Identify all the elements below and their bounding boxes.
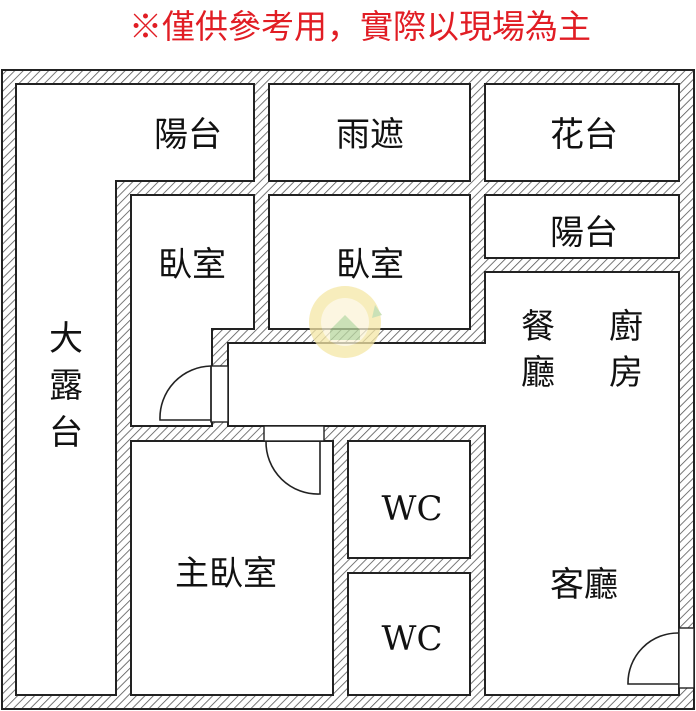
door-swing-master <box>265 440 321 495</box>
room-planter <box>484 83 680 182</box>
label-wc-lower: WC <box>382 619 443 659</box>
room-canopy <box>268 83 471 182</box>
door-opening-entrance <box>678 627 695 689</box>
label-wc-upper: WC <box>382 489 443 529</box>
room-big-terrace <box>15 83 255 696</box>
door-swing-bedroom-left <box>159 365 212 421</box>
label-canopy: 雨遮 <box>336 115 404 155</box>
room-bedroom-left <box>130 194 255 427</box>
label-dining-2: 廳 <box>521 353 555 393</box>
label-planter: 花台 <box>550 115 618 155</box>
label-kitchen-2: 房 <box>609 353 643 393</box>
label-big-terrace-3: 台 <box>49 413 83 453</box>
label-master-bedroom: 主臥室 <box>175 554 277 594</box>
room-wc-lower <box>347 572 471 696</box>
disclaimer-notice: ※僅供參考用，實際以現場為主 <box>129 7 591 46</box>
room-labels: 大 露 台 陽台 雨遮 花台 陽台 臥室 臥室 餐 廳 廚 房 主臥室 WC W… <box>49 115 643 659</box>
room-master-bedroom <box>130 440 334 696</box>
label-balcony-top: 陽台 <box>154 115 222 155</box>
room-wc-upper <box>347 440 471 559</box>
label-living-room: 客廳 <box>550 565 618 605</box>
label-big-terrace-2: 露 <box>49 366 83 406</box>
door-swing-entrance <box>627 632 680 685</box>
room-balcony-right <box>484 194 680 259</box>
label-balcony-right: 陽台 <box>550 213 618 253</box>
label-kitchen-1: 廚 <box>609 307 643 347</box>
label-big-terrace-1: 大 <box>49 319 83 359</box>
label-dining-1: 餐 <box>521 307 555 347</box>
label-bedroom-mid: 臥室 <box>336 245 404 285</box>
door-opening-bedroom-left <box>210 365 229 423</box>
room-interiors <box>15 83 680 696</box>
doors <box>159 365 695 689</box>
watermark-logo-icon <box>309 286 382 358</box>
door-opening-master <box>263 425 325 442</box>
label-bedroom-left: 臥室 <box>158 245 226 285</box>
